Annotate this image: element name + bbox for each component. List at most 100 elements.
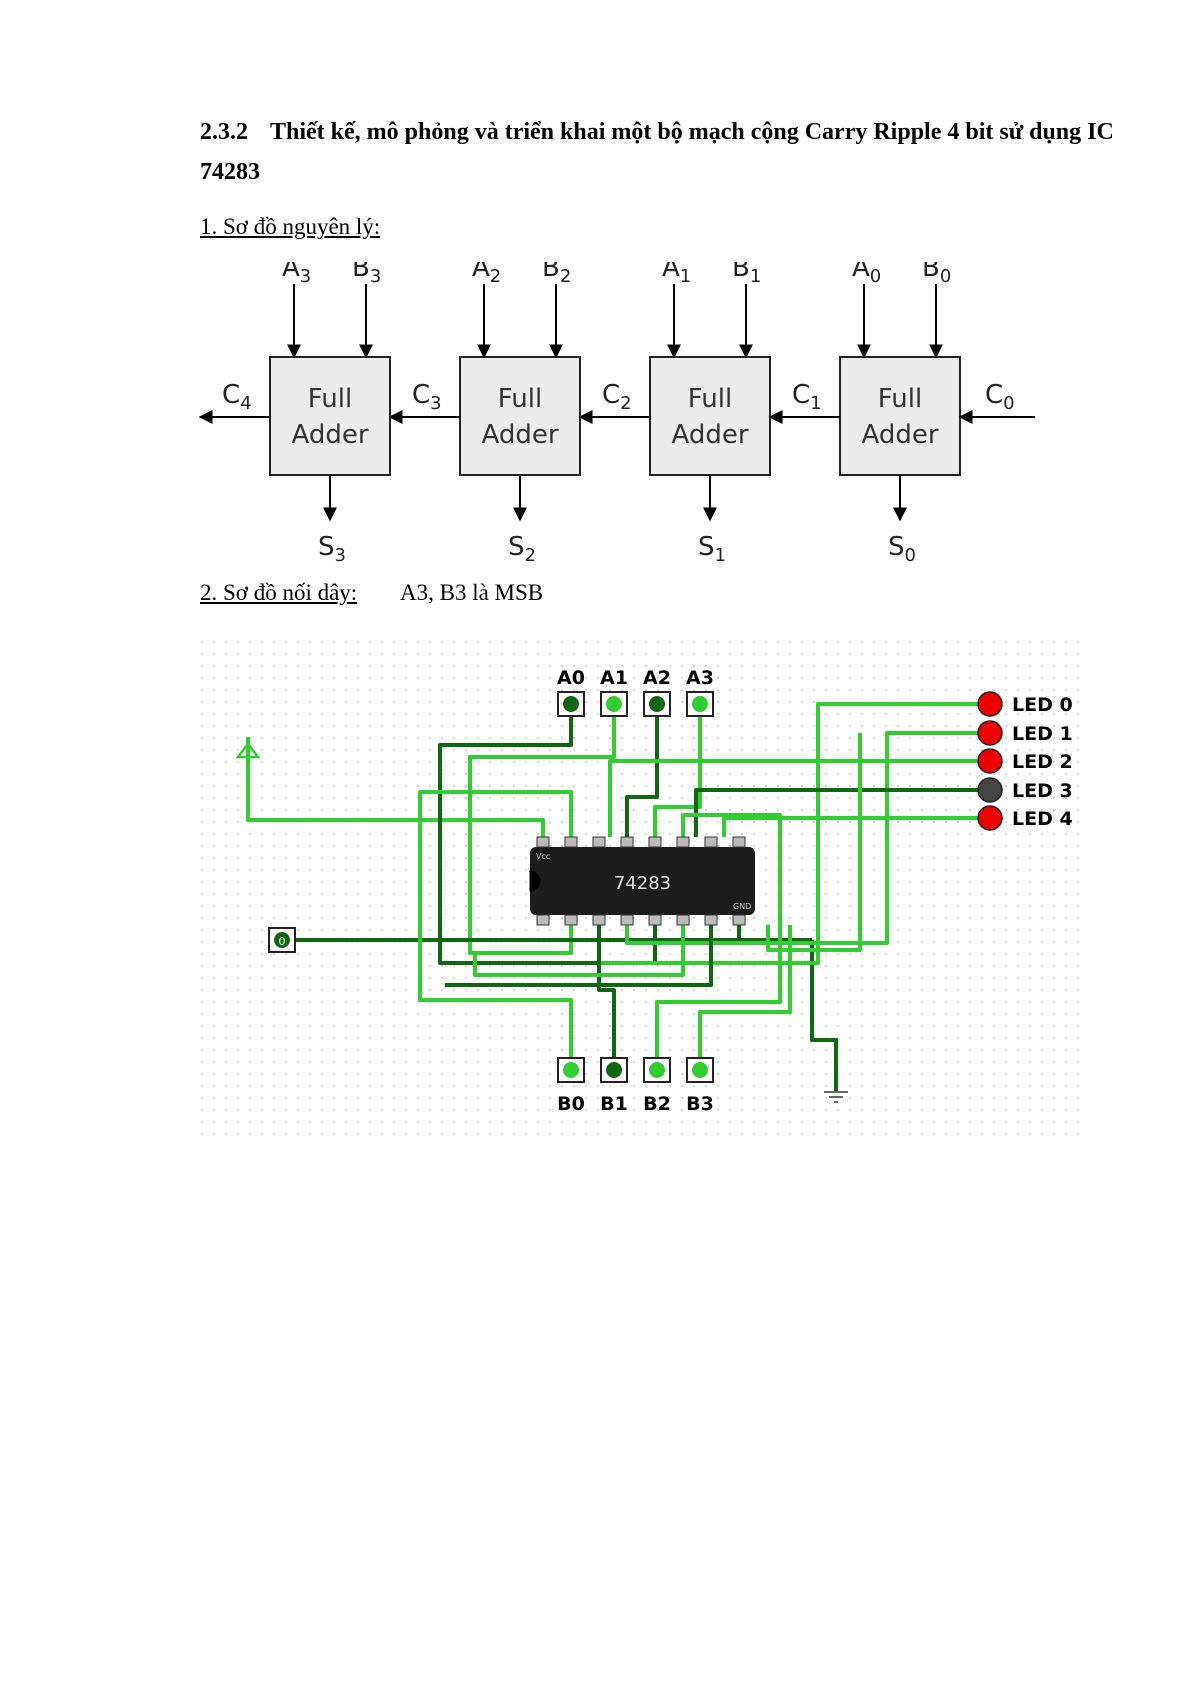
input-b-label-letter: B (922, 262, 940, 283)
chip-label: 74283 (614, 873, 671, 894)
section-title: Thiết kế, mô phỏng và triển khai một bộ … (200, 119, 1114, 185)
chip-pin (676, 836, 690, 848)
chip-pin (732, 836, 746, 848)
sum-output-label: S2 (508, 532, 536, 562)
sum-output-label-subscript: 1 (715, 545, 726, 562)
carry-label: C0 (985, 380, 1015, 414)
full-adder-label: Adder (671, 420, 748, 450)
input-switch-b[interactable] (643, 1057, 671, 1083)
sum-output-label-letter: S (508, 532, 525, 562)
input-a-pin-label: A0 (557, 667, 585, 689)
wire (655, 813, 782, 1060)
chip-pin (620, 914, 634, 926)
schematic-subheading: 1. Sơ đồ nguyên lý: (200, 214, 381, 239)
input-a-label-letter: A (282, 262, 300, 283)
input-b-label-letter: B (542, 262, 560, 283)
carry-label-subscript: 1 (810, 393, 821, 414)
chip-pin (732, 914, 746, 926)
wire (625, 714, 659, 837)
wire (810, 940, 838, 1092)
input-a-pin-label: A3 (686, 667, 714, 689)
led-indicator: LED 4 (977, 805, 1073, 831)
input-switch-a[interactable] (600, 691, 628, 717)
full-adder-label: Adder (861, 420, 938, 450)
wire (608, 759, 990, 837)
section-number: 2.3.2 (200, 119, 248, 145)
carry-label-subscript: 0 (1003, 393, 1014, 414)
input-a-label: A3 (282, 262, 311, 287)
wire (445, 925, 713, 987)
carry-label-letter: C (985, 380, 1003, 410)
full-adder-label: Full (878, 384, 922, 414)
gnd-label: GND (733, 902, 751, 911)
led-indicator: LED 2 (977, 748, 1073, 774)
input-a-label-subscript: 1 (680, 266, 691, 287)
chip-pin (564, 914, 578, 926)
sum-output-label-letter: S (698, 532, 715, 562)
wiring-subheading: 2. Sơ đồ nối dây: (200, 580, 358, 605)
wire (468, 714, 616, 955)
chip-pin (704, 914, 718, 926)
wire (722, 816, 990, 837)
led-indicator: LED 3 (977, 777, 1073, 803)
input-a-label: A0 (852, 262, 881, 287)
chip-pin (592, 836, 606, 848)
input-a-label: A2 (472, 262, 501, 287)
input-a-label: A1 (662, 262, 691, 287)
input-b-label-subscript: 2 (560, 266, 571, 287)
wire (766, 733, 862, 952)
input-a-label-subscript: 2 (490, 266, 501, 287)
msb-note: A3, B3 là MSB (400, 580, 544, 605)
chip-pin (648, 914, 662, 926)
input-b-pin-label: B1 (600, 1093, 628, 1115)
chip-pin (564, 836, 578, 848)
carry-in-value: 0 (279, 935, 286, 948)
input-a-pin-label: A1 (600, 667, 628, 689)
wire (694, 788, 990, 837)
carry-label: C3 (412, 380, 442, 414)
input-switch-a[interactable] (557, 691, 585, 717)
full-adder-label: Adder (291, 420, 368, 450)
chip-pin (536, 914, 550, 926)
led-label: LED 1 (1012, 723, 1073, 745)
sum-output-label-subscript: 3 (335, 545, 346, 562)
input-b-label-subscript: 1 (750, 266, 761, 287)
led-indicator: LED 0 (977, 691, 1073, 717)
input-b-pin-label: B2 (643, 1093, 671, 1115)
input-switch-b[interactable] (600, 1057, 628, 1083)
input-switch-a[interactable] (643, 691, 671, 717)
sum-output-label-subscript: 2 (525, 545, 536, 562)
full-adder-label: Full (498, 384, 542, 414)
sum-output-label: S3 (318, 532, 346, 562)
carry-label-letter: C (602, 380, 620, 410)
ground-symbol (824, 1091, 848, 1103)
input-switch-a[interactable] (686, 691, 714, 717)
full-adder-label: Adder (481, 420, 558, 450)
sum-output-label-subscript: 0 (905, 545, 916, 562)
input-b-label-letter: B (732, 262, 750, 283)
carry-label-letter: C (412, 380, 430, 410)
sum-output-label-letter: S (888, 532, 905, 562)
input-a-label-subscript: 0 (870, 266, 881, 287)
input-b-label: B0 (922, 262, 951, 287)
carry-label-subscript: 3 (430, 393, 441, 414)
sum-output-label: S1 (698, 532, 726, 562)
carry-in-switch[interactable]: 0 (268, 927, 296, 953)
wire (418, 790, 573, 1060)
input-switch-b[interactable] (686, 1057, 714, 1083)
input-a-label-letter: A (472, 262, 490, 283)
carry-label-subscript: 4 (240, 393, 251, 414)
input-switch-b[interactable] (557, 1057, 585, 1083)
sum-output-label-letter: S (318, 532, 335, 562)
input-b-label: B1 (732, 262, 761, 287)
led-label: LED 2 (1012, 751, 1073, 773)
chip-pin (648, 836, 662, 848)
led-label: LED 3 (1012, 780, 1073, 802)
wire (438, 714, 657, 965)
input-b-label: B2 (542, 262, 571, 287)
